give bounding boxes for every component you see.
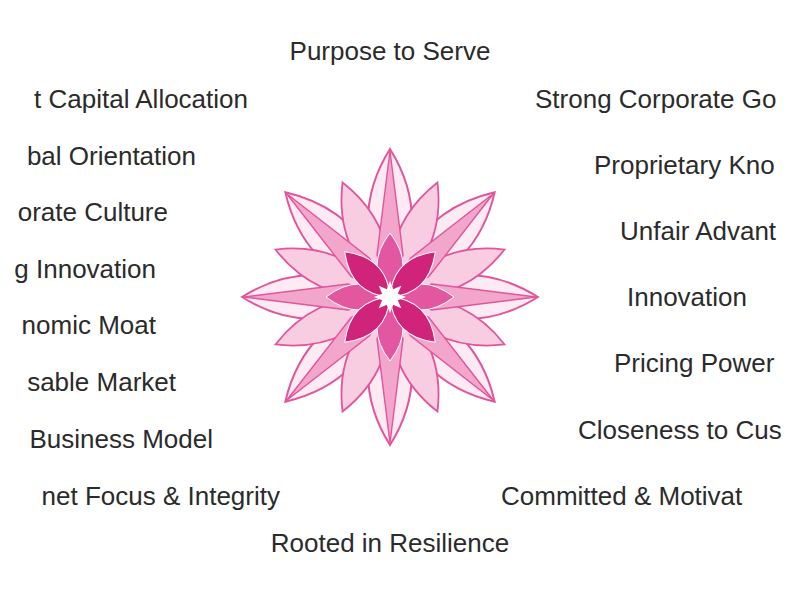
outer-petals bbox=[242, 149, 538, 445]
star-points bbox=[244, 151, 536, 443]
attribute-label: Purpose to Serve bbox=[290, 37, 491, 67]
attribute-label: nomic Moat bbox=[22, 311, 156, 341]
attribute-label: Closeness to Cus bbox=[578, 416, 782, 446]
attribute-label: Proprietary Kno bbox=[594, 151, 775, 181]
inner-petals-dark bbox=[336, 243, 445, 352]
attribute-label: Committed & Motivat bbox=[501, 482, 742, 512]
attribute-label: bal Orientation bbox=[27, 142, 196, 172]
inner-petals-light bbox=[326, 233, 454, 361]
attribute-label: orate Culture bbox=[18, 198, 168, 228]
attribute-label: Pricing Power bbox=[614, 349, 774, 379]
lotus-flower bbox=[242, 149, 538, 445]
attribute-label: Rooted in Resilience bbox=[271, 529, 509, 559]
attribute-label: Innovation bbox=[627, 283, 747, 313]
attribute-label: net Focus & Integrity bbox=[42, 482, 280, 512]
attribute-label: Unfair Advant bbox=[620, 217, 776, 247]
center-star bbox=[374, 281, 406, 313]
attribute-label: g Innovation bbox=[14, 255, 156, 285]
attribute-label: Business Model bbox=[29, 425, 213, 455]
attribute-label: Strong Corporate Go bbox=[535, 85, 776, 115]
attribute-label: sable Market bbox=[27, 368, 176, 398]
attribute-label: t Capital Allocation bbox=[34, 85, 248, 115]
